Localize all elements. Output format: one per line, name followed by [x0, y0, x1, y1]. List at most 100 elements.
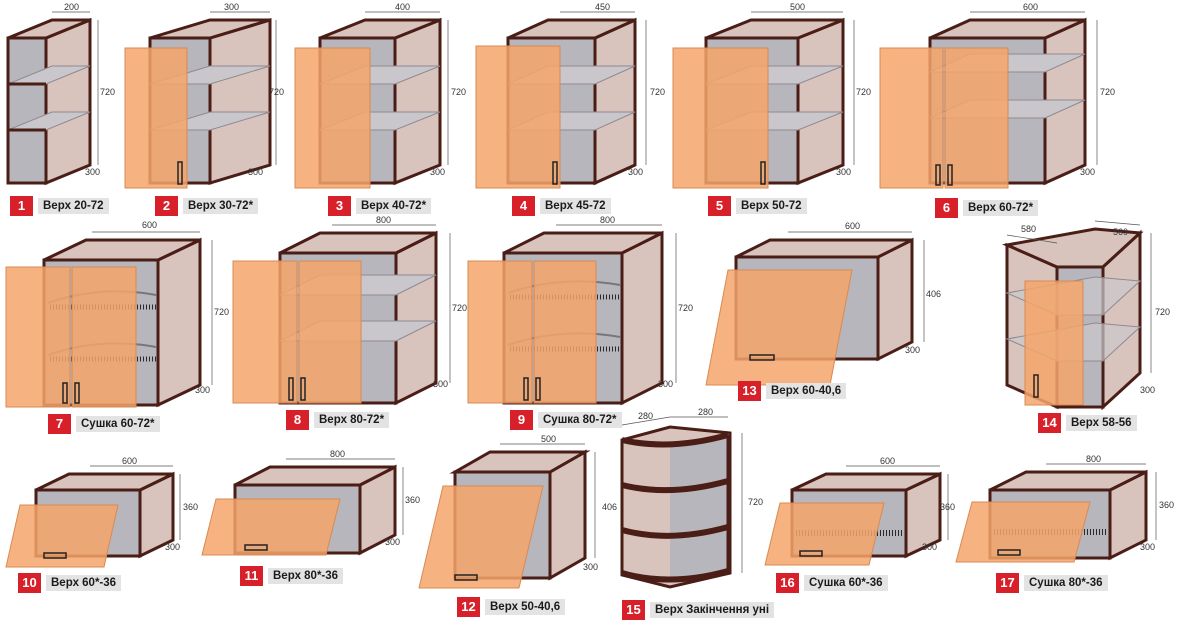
cabinet-10-depth: 300 — [165, 542, 180, 552]
cabinet-2: 300 720 300 — [120, 0, 284, 200]
cabinet-7: 600 720 300 — [0, 215, 230, 415]
label-8-name: Верх 80-72* — [314, 412, 390, 428]
label-2: 2 Верх 30-72* — [155, 196, 259, 216]
label-11-number: 11 — [240, 566, 263, 586]
cabinet-4-depth: 300 — [628, 167, 643, 177]
cabinet-6-drawing: 600 720 300 — [879, 2, 1115, 189]
cabinet-10-height: 360 — [183, 502, 198, 512]
label-9-name: Сушка 80-72* — [538, 412, 622, 428]
label-11: 11 Верх 80*-36 — [240, 566, 344, 586]
cabinet-14-width: 580 — [1021, 224, 1036, 234]
label-1: 1 Верх 20-72 — [10, 196, 109, 216]
cabinet-13-width: 600 — [845, 221, 860, 231]
label-14-name: Верх 58-56 — [1066, 415, 1137, 431]
label-1-name: Верх 20-72 — [38, 198, 109, 214]
label-14: 14 Верх 58-56 — [1038, 413, 1137, 433]
cabinet-9-depth: 300 — [658, 379, 673, 389]
cabinet-6-width: 600 — [1023, 2, 1038, 12]
label-3-number: 3 — [328, 196, 351, 216]
label-15-number: 15 — [622, 600, 645, 620]
label-8-number: 8 — [286, 410, 309, 430]
label-14-number: 14 — [1038, 413, 1061, 433]
cabinet-15-width-2: 280 — [698, 407, 713, 417]
cabinet-4: 450 720 300 — [470, 0, 665, 200]
cabinet-6: 600 720 300 — [875, 0, 1115, 200]
cabinet-1: 200 720 300 — [0, 0, 115, 220]
cabinet-8: 800 720 300 — [228, 215, 468, 415]
cabinet-5-height: 720 — [856, 87, 871, 97]
cabinet-7-depth: 300 — [195, 385, 210, 395]
cabinet-12-height: 406 — [602, 502, 617, 512]
label-16: 16 Сушка 60*-36 — [776, 573, 888, 593]
label-12-number: 12 — [457, 597, 480, 617]
label-15-name: Верх Закінчення уні — [650, 602, 775, 618]
cabinet-15-height: 720 — [748, 497, 763, 507]
cabinet-17-depth: 300 — [1140, 542, 1155, 552]
label-4: 4 Верх 45-72 — [512, 196, 611, 216]
cabinet-7-height: 720 — [214, 307, 229, 317]
label-10: 10 Верх 60*-36 — [18, 573, 122, 593]
cabinet-13-height: 406 — [926, 289, 941, 299]
label-16-name: Сушка 60*-36 — [804, 575, 888, 591]
label-7-number: 7 — [48, 414, 71, 434]
label-9: 9 Сушка 80-72* — [510, 410, 622, 430]
cabinet-12-drawing: 500 406 300 — [418, 434, 617, 589]
cabinet-12-depth: 300 — [583, 562, 598, 572]
cabinet-16-height: 360 — [940, 502, 955, 512]
cabinet-17-drawing: 800 360 300 — [955, 454, 1174, 563]
label-5-number: 5 — [708, 196, 731, 216]
label-1-number: 1 — [10, 196, 33, 216]
cabinet-5: 500 720 300 — [668, 0, 873, 200]
cabinet-3-depth: 300 — [430, 167, 445, 177]
label-17-number: 17 — [996, 573, 1019, 593]
label-13-number: 13 — [738, 381, 761, 401]
cabinet-16-drawing: 600 360 300 — [764, 456, 955, 566]
cabinet-11-depth: 300 — [385, 537, 400, 547]
label-15: 15 Верх Закінчення уні — [622, 600, 775, 620]
cabinet-4-drawing: 450 720 300 — [475, 2, 665, 189]
label-3-name: Верх 40-72* — [356, 198, 432, 214]
cabinet-10-drawing: 600 360 300 — [5, 456, 198, 568]
cabinet-2-width: 300 — [224, 2, 239, 12]
cabinet-13: 600 406 300 — [700, 215, 950, 386]
cabinet-8-depth: 300 — [433, 379, 448, 389]
cabinet-12: 500 406 300 — [415, 430, 617, 595]
label-7: 7 Сушка 60-72* — [48, 414, 160, 434]
cabinet-11-drawing: 800 360 300 — [201, 449, 420, 556]
label-2-number: 2 — [155, 196, 178, 216]
cabinet-4-width: 450 — [595, 2, 610, 12]
cabinet-9: 800 720 300 — [462, 215, 702, 415]
label-6: 6 Верх 60-72* — [935, 198, 1039, 218]
cabinet-5-depth: 300 — [836, 167, 851, 177]
cabinet-14: 580 560 720 300 — [995, 215, 1185, 415]
cabinet-4-height: 720 — [650, 87, 665, 97]
label-3: 3 Верх 40-72* — [328, 196, 432, 216]
cabinet-14-height: 720 — [1155, 307, 1170, 317]
cabinet-2-drawing: 300 720 300 — [124, 2, 284, 189]
label-10-number: 10 — [18, 573, 41, 593]
cabinet-8-width: 800 — [376, 215, 391, 225]
cabinet-6-depth: 300 — [1080, 167, 1095, 177]
label-7-name: Сушка 60-72* — [76, 416, 160, 432]
cabinet-3-height: 720 — [451, 87, 466, 97]
label-2-name: Верх 30-72* — [183, 198, 259, 214]
cabinet-2-depth: 300 — [248, 167, 263, 177]
cabinet-8-height: 720 — [452, 303, 467, 313]
label-8: 8 Верх 80-72* — [286, 410, 390, 430]
label-16-number: 16 — [776, 573, 799, 593]
cabinet-9-height: 720 — [678, 303, 693, 313]
cabinet-17-width: 800 — [1086, 454, 1101, 464]
cabinet-13-drawing: 600 406 300 — [705, 221, 941, 386]
cabinet-2-height: 720 — [269, 87, 284, 97]
cabinet-15: 280 280 720 — [610, 405, 780, 600]
cabinet-3: 400 720 300 — [290, 0, 466, 200]
cabinet-1-width: 200 — [64, 2, 79, 12]
cabinet-16-depth: 300 — [922, 542, 937, 552]
cabinet-3-width: 400 — [395, 2, 410, 12]
label-9-number: 9 — [510, 410, 533, 430]
label-13-name: Верх 60-40,6 — [766, 383, 847, 399]
cabinet-1-depth: 300 — [85, 167, 100, 177]
cabinet-13-depth: 300 — [905, 345, 920, 355]
cabinet-6-height: 720 — [1100, 87, 1115, 97]
